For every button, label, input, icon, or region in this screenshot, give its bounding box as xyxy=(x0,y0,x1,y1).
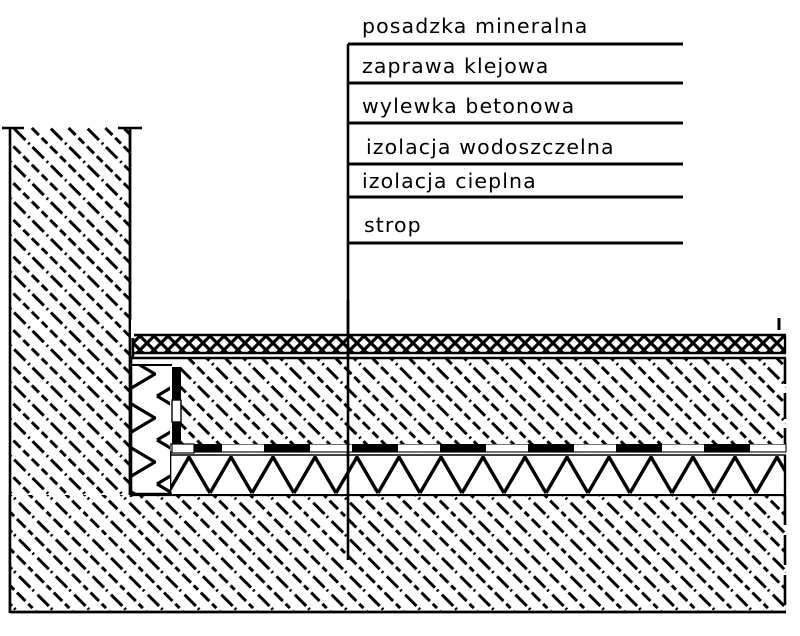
legend-label-strop: strop xyxy=(364,213,422,237)
legend-label-izolacja-cieplna: izolacja cieplna xyxy=(362,169,537,193)
layer-waterproofing-membrane xyxy=(169,443,787,453)
edge-membrane-strip-gap xyxy=(171,399,182,423)
section-geometry xyxy=(2,126,787,614)
layer-thermal-insulation xyxy=(170,455,786,494)
legend-label-wylewka-betonowa: wylewka betonowa xyxy=(362,94,575,118)
edge-joint-fill xyxy=(171,443,195,454)
wall-floor-clear xyxy=(131,320,134,338)
edge-membrane-strip-lower xyxy=(172,422,181,448)
layer-concrete-screed xyxy=(180,358,786,444)
legend-group: posadzka mineralna zaprawa klejowa wylew… xyxy=(346,14,683,560)
layer-mineral-floor xyxy=(134,336,786,353)
edge-membrane-strip-upper xyxy=(172,367,181,400)
edge-insulation-strip xyxy=(131,365,170,495)
legend-label-posadzka-mineralna: posadzka mineralna xyxy=(362,14,588,38)
legend-label-zaprawa-klejowa: zaprawa klejowa xyxy=(362,54,549,78)
legend-label-izolacja-wodoszczelna: izolacja wodoszczelna xyxy=(366,135,615,159)
layer-structural-slab xyxy=(10,495,786,613)
